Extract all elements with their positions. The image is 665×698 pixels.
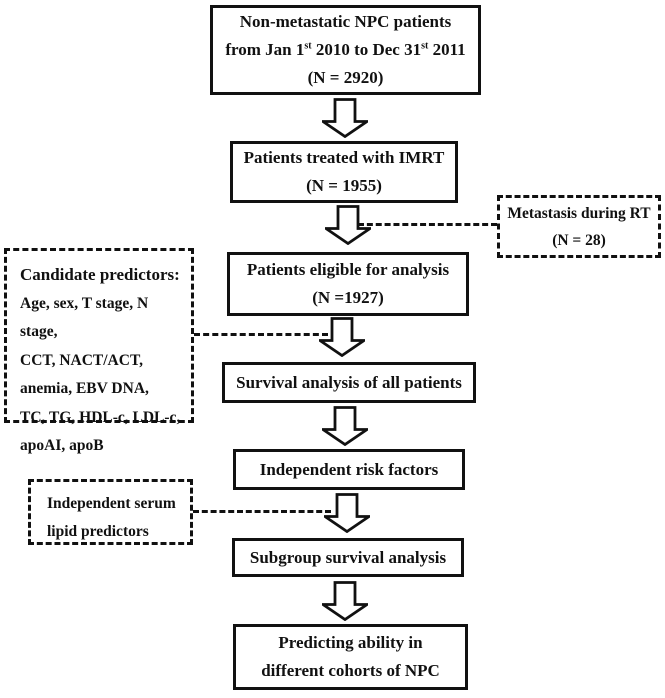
dashed-connector-metastasis — [358, 223, 497, 226]
box-line: different cohorts of NPC — [261, 661, 440, 680]
box-subgroup-survival-analysis: Subgroup survival analysis — [232, 538, 464, 577]
box-line: Metastasis during RT — [507, 204, 651, 222]
candidate-predictor-line: apoAI, apoB — [20, 437, 104, 454]
candidate-predictor-line: TC, TG, HDL-c, LDL-c, — [20, 408, 181, 426]
candidate-predictor-line: anemia, EBV DNA, — [20, 380, 149, 397]
down-arrow — [322, 406, 368, 446]
superscript: st — [304, 40, 312, 52]
box-nonmetastatic-npc-patients: Non-metastatic NPC patients from Jan 1st… — [210, 5, 481, 95]
box-metastasis-during-rt: Metastasis during RT (N = 28) — [497, 195, 661, 258]
down-arrow — [319, 317, 365, 357]
box-survival-analysis: Survival analysis of all patients — [222, 362, 476, 403]
box-independent-serum-lipid-predictors: Independent serum lipid predictors — [28, 479, 193, 545]
box-line: Independent serum — [47, 495, 176, 512]
candidate-predictor-line: Age, sex, T stage, N stage, — [20, 294, 149, 341]
box-count: (N = 1955) — [306, 176, 382, 195]
dashed-connector-candidate — [194, 333, 328, 336]
box-count: (N = 2920) — [307, 68, 384, 87]
box-line: Survival analysis of all patients — [236, 372, 462, 392]
box-line: Independent risk factors — [259, 459, 439, 479]
box-count: (N =1927) — [312, 288, 384, 307]
box-predicting-ability: Predicting ability in different cohorts … — [233, 624, 468, 690]
candidate-predictors-title: Candidate predictors: — [20, 265, 180, 284]
box-patients-treated-imrt: Patients treated with IMRT (N = 1955) — [230, 141, 458, 203]
down-arrow — [322, 581, 368, 621]
down-arrow — [324, 493, 370, 533]
box-line: Patients eligible for analysis — [246, 260, 450, 279]
candidate-predictor-line: CCT, NACT/ACT, — [20, 351, 144, 369]
box-count: (N = 28) — [552, 231, 606, 249]
dashed-connector-serum-lipid — [193, 510, 331, 513]
box-line: Predicting ability in — [278, 633, 423, 652]
box-line: Non-metastatic NPC patients — [239, 12, 452, 31]
box-candidate-predictors: Candidate predictors: Age, sex, T stage,… — [4, 248, 194, 454]
box-line: Subgroup survival analysis — [249, 547, 447, 567]
box-independent-risk-factors: Independent risk factors — [233, 449, 465, 490]
superscript: st — [421, 40, 429, 52]
box-line: Patients treated with IMRT — [243, 148, 445, 167]
down-arrow — [322, 98, 368, 138]
down-arrow — [325, 205, 371, 245]
box-line: lipid predictors — [47, 523, 149, 540]
box-line: from Jan 1st 2010 to Dec 31st 2011 — [225, 40, 466, 59]
box-patients-eligible: Patients eligible for analysis (N =1927) — [227, 252, 469, 316]
